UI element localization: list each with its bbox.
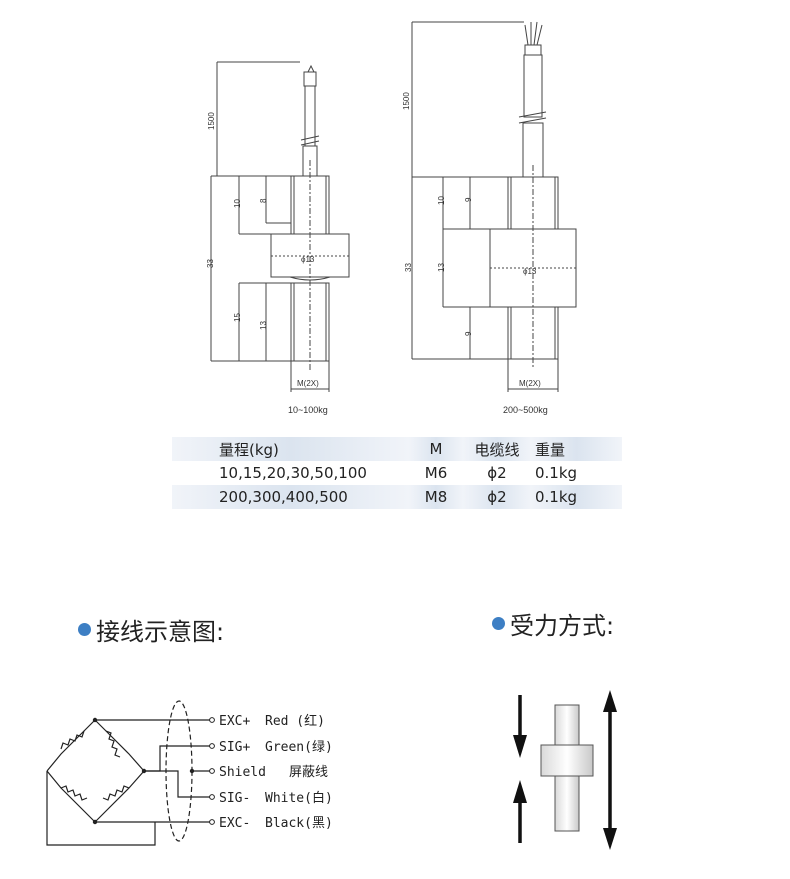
arrow-up-icon (513, 780, 527, 843)
wire-signal-3: Shield (219, 765, 266, 780)
header-weight: 重量 (531, 437, 622, 461)
cell-cable: ϕ2 (463, 461, 531, 485)
wire-color-2: Green(绿) (265, 740, 333, 755)
d1-dim-bottom-outer: 15 (233, 313, 242, 322)
header-cable: 电缆线 (463, 437, 531, 461)
wire-color-1: Red (红) (265, 713, 325, 729)
spec-table-header: 量程(kg) M 电缆线 重量 (172, 437, 622, 461)
d1-dim-top-outer: 10 (233, 199, 242, 208)
cell-thread: M6 (409, 461, 463, 485)
wire-color-4: White(白) (265, 790, 333, 806)
spec-table: 量程(kg) M 电缆线 重量 10,15,20,30,50,100 M6 ϕ2… (172, 437, 622, 509)
cell-weight: 0.1kg (531, 461, 622, 485)
d2-thread-label: M(2X) (519, 379, 541, 388)
d2-cable-length: 1500 (402, 92, 411, 110)
wire-color-3: 屏蔽线 (289, 765, 328, 780)
header-range: 量程(kg) (172, 437, 409, 461)
wiring-diagram (46, 700, 210, 846)
table-row: 10,15,20,30,50,100 M6 ϕ2 0.1kg (172, 461, 622, 485)
wiring-terminals (92, 717, 215, 825)
d1-body-diameter: ϕ13 (301, 255, 315, 264)
wiring-heading: 接线示意图: (78, 612, 224, 647)
arrow-down-icon (513, 695, 527, 758)
wire-signal-4: SIG- (219, 791, 250, 806)
cell-weight: 0.1kg (531, 485, 622, 509)
wiring-title: 接线示意图: (96, 618, 225, 646)
drawing-1 (210, 61, 350, 392)
d2-caption: 200~500kg (503, 405, 548, 415)
cell-range: 200,300,400,500 (172, 485, 409, 509)
d2-dim-total: 33 (404, 263, 413, 272)
d1-caption: 10~100kg (288, 405, 328, 415)
d2-dim-mid: 13 (437, 263, 446, 272)
wire-signal-1: EXC+ (219, 714, 250, 729)
table-row: 200,300,400,500 M8 ϕ2 0.1kg (172, 485, 622, 509)
drawing-2 (411, 21, 577, 392)
wire-color-5: Black(黑) (265, 816, 333, 831)
d1-dim-top-inner: 8 (259, 198, 268, 203)
d2-dim-top: 10 (437, 196, 446, 205)
d1-thread-label: M(2X) (297, 379, 319, 388)
d2-dim-bottom: 9 (464, 331, 473, 336)
cell-thread: M8 (409, 485, 463, 509)
force-title: 受力方式: (510, 612, 615, 640)
d2-body-diameter: ϕ13 (523, 267, 537, 276)
d2-dim-top-inner: 9 (464, 197, 473, 202)
arrow-up-down-icon (603, 690, 617, 850)
header-thread: M (409, 437, 463, 461)
cell-range: 10,15,20,30,50,100 (172, 461, 409, 485)
d1-dim-total: 33 (206, 259, 215, 268)
cell-cable: ϕ2 (463, 485, 531, 509)
d1-cable-length: 1500 (207, 112, 216, 130)
bullet-dot-icon (78, 623, 91, 636)
wire-signal-5: EXC- (219, 816, 250, 831)
force-heading: 受力方式: (492, 606, 614, 641)
d1-dim-bottom-inner: 13 (259, 321, 268, 330)
wire-signal-2: SIG+ (219, 740, 250, 755)
bullet-dot-icon (492, 617, 505, 630)
force-illustration (513, 690, 617, 850)
